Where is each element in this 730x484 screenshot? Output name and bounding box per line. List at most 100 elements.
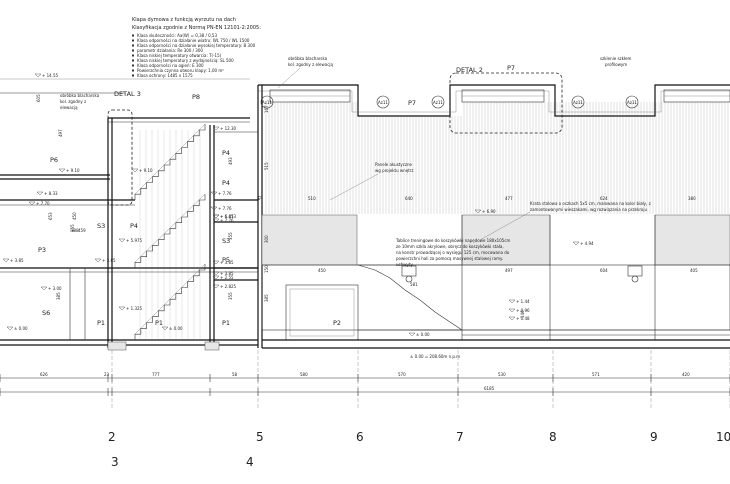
panele-2: wg projektu wnętrz <box>375 168 413 173</box>
bottom-dimension: 777 <box>152 372 160 377</box>
room-p4-a: P4 <box>222 149 230 157</box>
tablice-3: na konstr prowadzącej o wysięgu 125 cm, … <box>396 250 510 255</box>
note-bullet <box>132 49 134 52</box>
level-triangle <box>210 191 218 196</box>
staircase <box>134 123 206 340</box>
detail-3-label: DETAL 3 <box>114 90 141 98</box>
axis-8: 8 <box>549 430 557 444</box>
obrobka-left-1: obróbka blacharska <box>60 93 100 98</box>
total-dimension: 6185 <box>484 386 495 391</box>
level-triangle <box>94 258 102 263</box>
level-mark: + 3.00 <box>48 286 62 291</box>
stair-flight <box>134 264 206 340</box>
level-triangle <box>58 168 66 173</box>
room-p7-a: P7 <box>408 99 416 107</box>
notes-lines: Klasa skuteczności: Aa(W) = 0,38 / 0,53K… <box>132 33 256 78</box>
level-mark: + 8.33 <box>44 191 58 196</box>
level-mark: + 0.48 <box>516 316 530 321</box>
tablice-2: ze 10mm szkła akrylowe, obręcz do koszyk… <box>396 244 504 249</box>
level-marks: + 14.55+ 12.30+ 9.10+ 9.10+ 8.33+ 7.76+ … <box>2 73 594 337</box>
bottom-dimension: 23 <box>104 372 110 377</box>
interior-dimension: 624 <box>600 196 608 201</box>
level-mark: + 7.76 <box>220 218 234 223</box>
axis-10: 10 <box>716 430 730 444</box>
note-line: Klasa niskiej temperatury z wydajnością:… <box>137 58 234 63</box>
axis-bubble-4: Az11 <box>573 100 583 105</box>
note-bullet <box>132 59 134 62</box>
hall-elements <box>261 214 730 349</box>
room-p5: P5 <box>222 256 230 264</box>
room-p6: P6 <box>50 156 58 164</box>
stair-handrail <box>134 123 206 195</box>
level-mark: + 2.825 <box>220 284 237 289</box>
level-triangle <box>118 306 126 311</box>
axis-3: 3 <box>111 455 119 469</box>
level-mark: + 3.85 <box>102 258 116 263</box>
vertical-dimension: 497 <box>58 129 63 137</box>
level-triangle <box>118 238 126 243</box>
room-s6: S6 <box>42 309 50 317</box>
room-p3: P3 <box>38 246 46 254</box>
level-mark: + 14.55 <box>42 73 59 78</box>
axis-labels: 2 5 6 7 8 9 10 3 4 <box>108 430 730 469</box>
interior-dimension: 510 <box>308 196 316 201</box>
grid-axis-lines <box>111 350 730 410</box>
level-mark: + 0.96 <box>516 308 530 313</box>
level-triangle <box>508 299 516 304</box>
vertical-dimension: 355 <box>228 292 233 300</box>
bottom-dimension: 580 <box>300 372 308 377</box>
vertical-dimension: 385 <box>56 292 61 300</box>
level-triangle <box>212 271 220 276</box>
level-triangle <box>34 73 42 78</box>
zero-level-note: ± 0.00 = 208.60m n.p.m <box>410 354 460 359</box>
annotations: obróbka blacharska kol. zgodny z elewacj… <box>60 56 651 359</box>
level-triangle <box>28 201 36 206</box>
vertical-dimension: 515 <box>264 162 269 170</box>
smoke-vent-notes: Klapa dymowa z funkcją wyrzutu na dach K… <box>132 17 261 78</box>
krata-1: Krata stalowa o oczkach 5x5 cm, malowana… <box>530 201 651 206</box>
note-bullet <box>132 34 134 37</box>
axis-9: 9 <box>650 430 658 444</box>
interior-dimension: 640 <box>405 196 413 201</box>
detail-2-frame <box>449 72 563 134</box>
tablice-1: Tablice treningowe do koszykówki napędow… <box>395 238 511 243</box>
stair-flight <box>134 194 206 268</box>
note-line: Powierzchnia czynna otworu klapy: 1,00 m… <box>137 68 224 73</box>
note-line: Klasa skuteczności: Aa(W) = 0,38 / 0,53 <box>137 33 217 38</box>
obrobka-top-1: obróbka blacharska <box>288 56 328 61</box>
vertical-dimension: 653 <box>48 212 53 220</box>
room-p7-b: P7 <box>507 64 515 72</box>
vertical-dimension: 167 <box>264 105 269 113</box>
bottom-dimension: 530 <box>498 372 506 377</box>
level-triangle <box>212 275 220 280</box>
level-triangle <box>212 214 220 219</box>
level-mark: + 6.90 <box>482 209 496 214</box>
note-bullet <box>132 54 134 57</box>
axis-6: 6 <box>356 430 364 444</box>
bottom-dimension: 626 <box>40 372 48 377</box>
krata-2: zamontowanymi wieszakami, wg rozwiązania… <box>530 207 647 212</box>
axis-bubble-5: Az11 <box>627 100 637 105</box>
notes-title: Klapa dymowa z funkcją wyrzutu na dach <box>132 17 236 23</box>
level-mark: ± 0.00 <box>14 326 28 331</box>
level-mark: + 7.76 <box>218 206 232 211</box>
level-triangle <box>212 260 220 265</box>
level-mark: ± 0.00 <box>169 326 183 331</box>
level-triangle <box>408 332 416 337</box>
axis-bubble-3: Az11 <box>433 100 443 105</box>
level-mark: + 3.85 <box>220 271 234 276</box>
stair-handrail <box>134 193 206 263</box>
vertical-dimension: 51 <box>258 194 263 200</box>
level-mark: + 7.70 <box>36 201 50 206</box>
level-triangle <box>212 126 220 131</box>
vertical-dimensions: 6054976533854504933553553001503851675155… <box>36 94 525 318</box>
level-mark: + 4.94 <box>580 241 594 246</box>
level-mark: + 9.10 <box>139 168 153 173</box>
axis-4: 4 <box>246 455 254 469</box>
note-bullet <box>132 44 134 47</box>
obrobka-top-2: kol. zgodny z elewacją <box>288 62 334 67</box>
room-p4-b: P4 <box>222 179 230 187</box>
vertical-dimension: 605 <box>36 94 41 102</box>
